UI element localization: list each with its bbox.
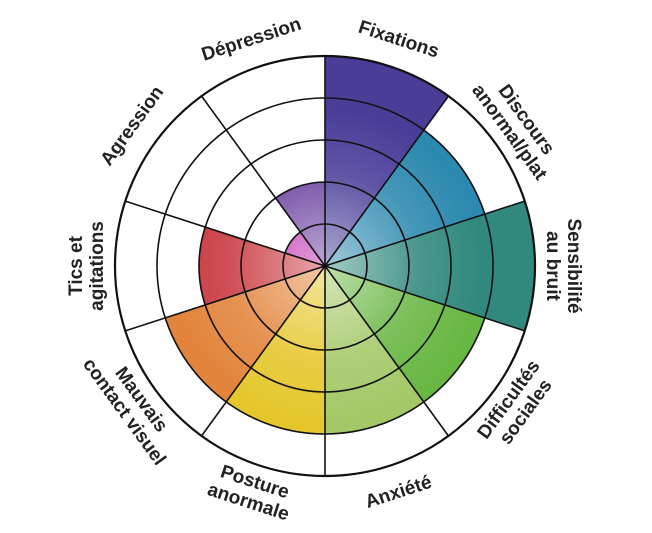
grid-spoke-4 <box>324 265 525 332</box>
category-label-line: agitations <box>87 221 108 311</box>
grid-spoke-9 <box>125 200 326 267</box>
grid-spoke-10 <box>200 95 326 267</box>
category-label-line: Anxiété <box>363 472 435 513</box>
grid-spoke-8 <box>125 265 326 332</box>
category-label: Agression <box>97 82 169 170</box>
grid-spoke-3 <box>324 200 525 267</box>
category-label-line: Fixations <box>356 17 442 63</box>
category-label-line: Dépression <box>199 14 304 66</box>
category-label-line: au bruit <box>542 231 563 301</box>
category-label: Anxiété <box>363 472 435 513</box>
grid-spoke-5 <box>324 265 450 437</box>
category-label: Dépression <box>199 14 304 66</box>
grid-layer <box>113 54 537 478</box>
grid-spoke-2 <box>324 95 450 267</box>
category-label-line: Sensibilité <box>563 218 584 313</box>
category-label-line: Agression <box>97 82 169 170</box>
category-label-line: Tics et <box>66 235 87 296</box>
category-label: Fixations <box>356 17 442 63</box>
grid-spoke-7 <box>200 265 326 437</box>
